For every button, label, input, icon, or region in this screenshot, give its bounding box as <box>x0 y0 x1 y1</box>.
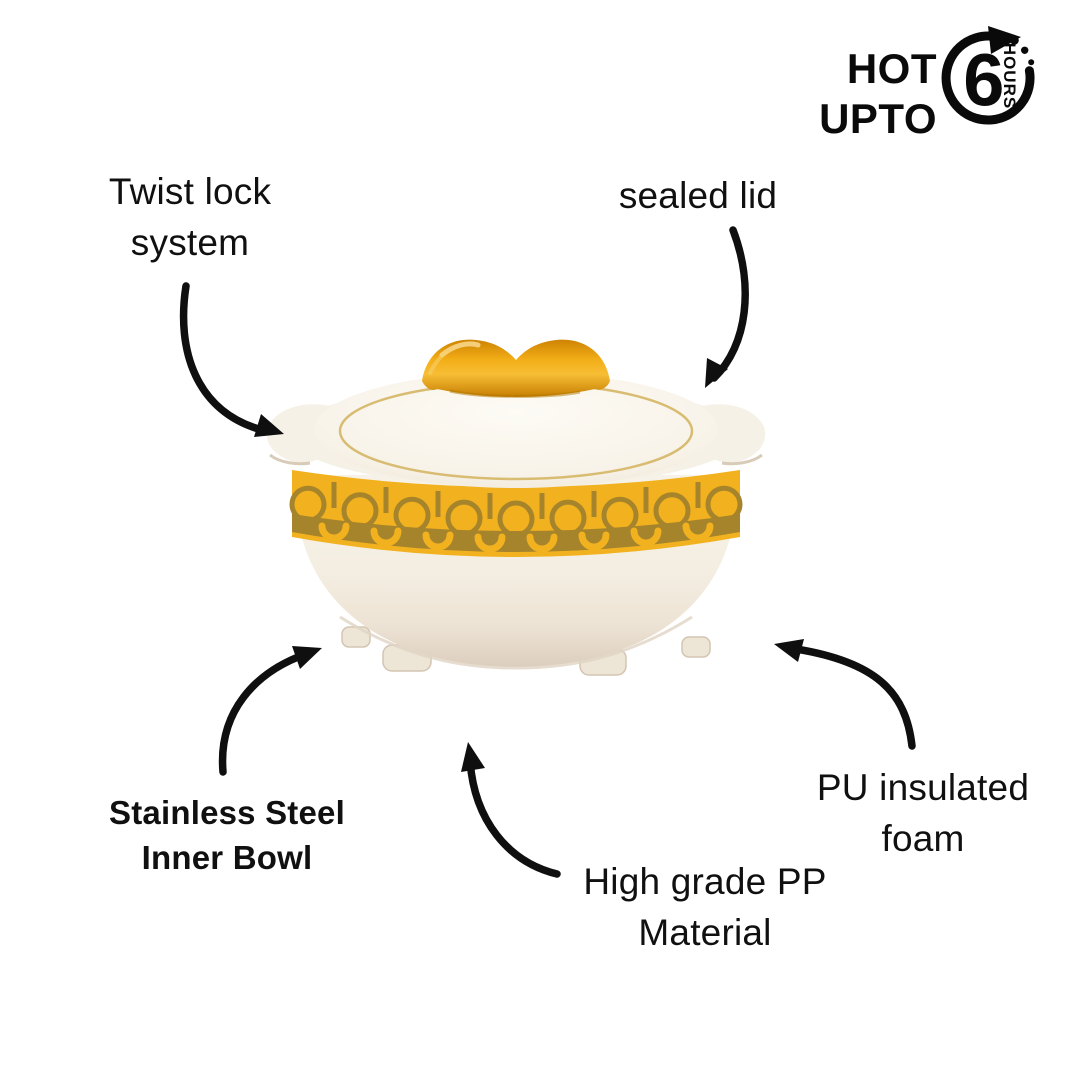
six-hours-badge: 6 HOURS <box>936 24 1040 132</box>
label-pp-material: High grade PP Material <box>583 861 827 953</box>
hot-upto-text: HOT UPTO <box>819 44 937 144</box>
yellow-pattern-band <box>289 470 743 557</box>
upto-line: UPTO <box>819 95 937 142</box>
label-twist-lock: Twist lock system <box>108 171 272 263</box>
label-sealed-lid: sealed lid <box>618 175 778 216</box>
arrow-pu-foam <box>792 645 916 750</box>
casserole-product-image <box>250 315 780 690</box>
hot-line: HOT <box>846 45 937 92</box>
badge-number: 6 <box>963 38 1005 122</box>
badge-unit: HOURS <box>1000 42 1019 110</box>
label-pu-foam: PU insulated foam <box>816 767 1030 859</box>
arrow-pp-material <box>466 756 561 878</box>
lid-dome <box>314 372 718 488</box>
lid-handle <box>422 339 610 398</box>
bowl-rim-shade <box>339 615 693 670</box>
label-stainless-steel: Stainless Steel Inner Bowl <box>109 794 345 876</box>
casserole-illustration <box>266 339 766 676</box>
circular-clock-arrow-icon <box>941 26 1035 125</box>
